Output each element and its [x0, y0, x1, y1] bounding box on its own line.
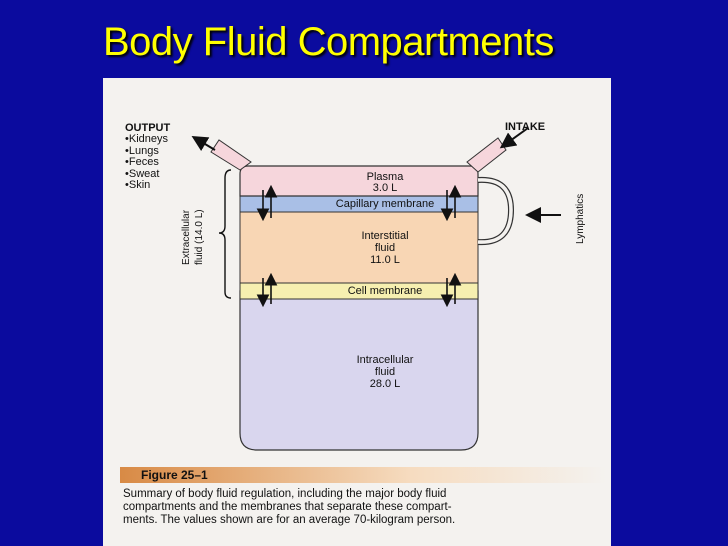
- interstitial-label: Interstitial fluid 11.0 L: [285, 230, 485, 266]
- caption-line: Summary of body fluid regulation, includ…: [123, 488, 447, 500]
- figure-banner: [120, 467, 606, 483]
- slide-title: Body Fluid Compartments: [103, 20, 554, 64]
- intake-arrow: [499, 127, 529, 149]
- intake-spout: [466, 137, 507, 173]
- output-item: Kidneys: [125, 133, 168, 146]
- extracellular-label-line1: Extracellular: [181, 209, 192, 265]
- interstitial-volume: 11.0 L: [370, 254, 400, 266]
- output-item: Sweat: [125, 168, 168, 181]
- caption-line: ments. The values shown are for an avera…: [123, 514, 456, 526]
- intracellular-line1: Intracellular: [356, 354, 414, 366]
- output-item: Skin: [125, 179, 168, 192]
- capillary-exchange-arrows: [256, 184, 462, 222]
- interstitial-line2: fluid: [374, 242, 396, 254]
- output-list: Kidneys Lungs Feces Sweat Skin: [125, 133, 168, 192]
- figure-caption: Summary of body fluid regulation, includ…: [123, 488, 609, 527]
- output-spout: [210, 139, 252, 171]
- cell-exchange-arrows: [256, 272, 462, 308]
- lymphatics-label: Lymphatics: [575, 193, 586, 244]
- output-arrow: [191, 135, 216, 152]
- capillary-membrane-label: Capillary membrane: [335, 198, 435, 210]
- cell-membrane-label: Cell membrane: [347, 285, 423, 297]
- fluid-compartment-diagram: [191, 127, 561, 451]
- output-item: Feces: [125, 156, 168, 169]
- figure-scan: OUTPUT Kidneys Lungs Feces Sweat Skin IN…: [103, 78, 611, 546]
- plasma-name: Plasma: [366, 171, 404, 183]
- caption-line: compartments and the membranes that sepa…: [123, 501, 452, 513]
- intracellular-volume: 28.0 L: [369, 378, 401, 390]
- output-title: OUTPUT: [125, 122, 171, 134]
- extracellular-label-line2: fluid (14.0 L): [194, 209, 205, 265]
- figure-label: Figure 25–1: [141, 468, 208, 482]
- intracellular-compartment: [239, 290, 479, 451]
- extracellular-brace: [218, 169, 232, 299]
- intracellular-label: Intracellular fluid 28.0 L: [285, 354, 485, 390]
- interstitial-compartment: [239, 211, 479, 284]
- output-item: Lungs: [125, 145, 168, 158]
- plasma-volume: 3.0 L: [372, 182, 398, 194]
- interstitial-line1: Interstitial: [361, 230, 409, 242]
- intracellular-line2: fluid: [374, 366, 396, 378]
- intake-label: INTAKE: [505, 121, 546, 133]
- plasma-label: Plasma 3.0 L: [285, 172, 485, 194]
